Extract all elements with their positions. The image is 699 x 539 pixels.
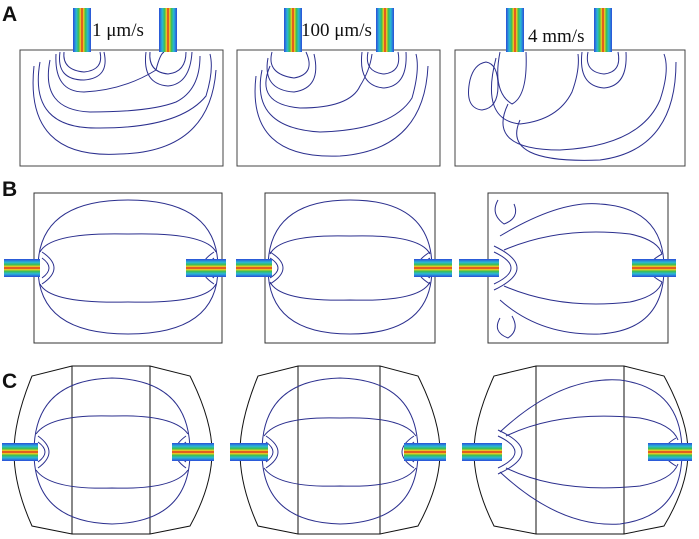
channel-c2-left [230, 443, 268, 461]
channel-a3-left [506, 8, 524, 52]
contours-a3 [468, 51, 677, 161]
channel-c1-right [172, 443, 214, 461]
speed-label-a3: 4 mm/s [528, 26, 584, 47]
panel-b1 [4, 192, 226, 344]
channel-b1-right [186, 259, 226, 277]
chamber-a1 [19, 49, 224, 167]
channel-c3-left [462, 443, 502, 461]
speed-label-a2: 100 μm/s [301, 20, 372, 41]
panel-a1: 1 μm/s [19, 8, 224, 167]
channel-c3-right [648, 443, 692, 461]
panel-c3 [462, 365, 692, 535]
panel-label-b: B [2, 178, 17, 201]
panel-a2: 100 μm/s [236, 8, 441, 167]
channel-c1-left [2, 443, 38, 461]
contours-c1 [33, 377, 191, 525]
panel-label-a: A [2, 3, 17, 26]
channel-a3-right [594, 8, 612, 52]
channel-a2-left [284, 8, 302, 52]
chamber-c3 [473, 365, 689, 535]
panel-b2 [236, 192, 452, 344]
panel-a3: 4 mm/s [454, 8, 686, 167]
contours-a1 [32, 51, 217, 155]
chamber-a3 [454, 49, 686, 167]
panel-b3 [459, 192, 676, 344]
channel-b2-left [236, 259, 272, 277]
channel-a1-right [159, 8, 177, 52]
channel-c2-right [404, 443, 446, 461]
speed-label-a1: 1 μm/s [92, 20, 144, 41]
channel-b3-left [459, 259, 499, 277]
chamber-a2 [236, 49, 441, 167]
channel-a1-left [73, 8, 91, 52]
channel-b3-right [632, 259, 676, 277]
contours-c2 [261, 377, 419, 525]
panel-label-c: C [2, 370, 17, 393]
panel-c2 [230, 365, 446, 535]
channel-b1-left [4, 259, 40, 277]
contours-b2 [267, 199, 433, 335]
panel-c1 [2, 365, 214, 535]
contours-a2 [254, 51, 429, 157]
channel-b2-right [414, 259, 452, 277]
channel-a2-right [376, 8, 394, 52]
